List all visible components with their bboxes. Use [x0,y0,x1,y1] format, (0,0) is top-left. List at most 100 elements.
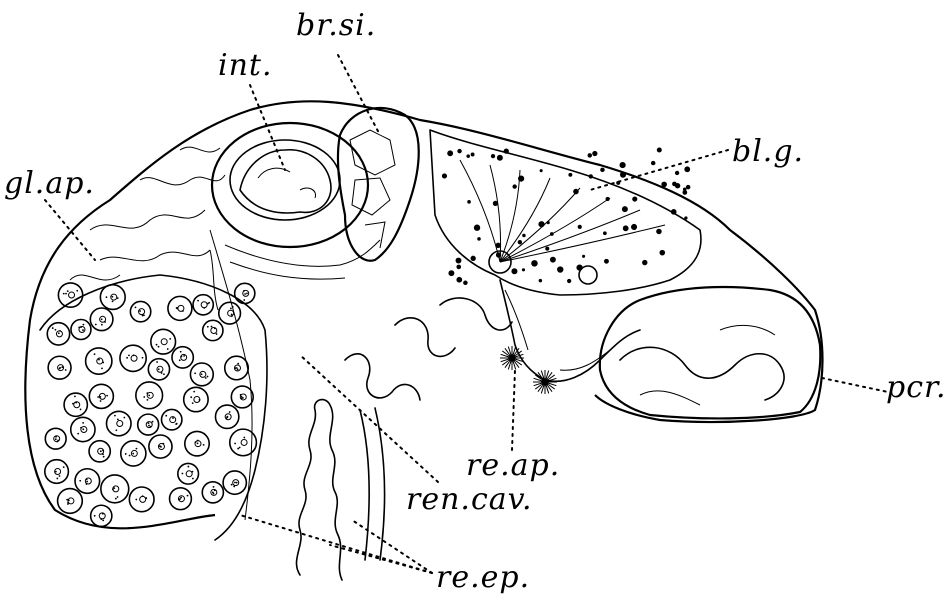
blood-gland-dot [661,182,667,188]
blood-gland-dot [522,234,525,237]
gland-cell-granule [156,361,158,363]
gland-cell-granule [135,499,137,501]
gland-cell-granule [82,324,84,326]
gland-cell-nucleus [211,489,217,495]
gland-cell-granule [233,486,235,488]
gland-cell-granule [156,344,158,346]
blood-gland-dot [518,176,524,182]
gland-cell-granule [55,329,57,331]
blood-gland-dot [493,201,498,206]
gland-cell-granule [165,415,167,417]
intestine-lumen-detail [258,168,316,198]
gland-cell-granule [234,367,236,369]
gland-cell [172,347,193,368]
gland-cell-granule [97,396,99,398]
label-re-ep: re.ep. [436,560,530,595]
gland-cell-granule [243,299,245,301]
blood-gland-dot [550,232,554,236]
gland-cell-granule [72,403,74,405]
gland-cell-granule [231,313,233,315]
blood-gland-dot [684,216,687,219]
gland-cell-granule [112,296,114,298]
gland-cell-granule [59,330,61,332]
gland-cell-granule [86,483,88,485]
gland-cell [203,320,223,340]
intestine-lumen [240,150,331,213]
gland-cell-granule [244,293,246,295]
gland-cell-granule [135,306,137,308]
aperture-center [508,354,516,362]
blood-gland-dot [456,277,462,283]
gland-cell-granule [246,293,248,295]
blood-gland-dot [684,166,690,172]
gland-cell-granule [237,363,239,365]
blood-gland-dot [474,225,480,231]
blood-gland-dot [477,237,481,241]
gland-cell-granule [214,489,216,491]
blood-gland-dot [632,196,637,201]
gland-cell-granule [199,399,201,401]
gland-cell-granule [106,395,108,397]
gland-cell-granule [75,402,77,404]
blood-gland-dot [620,162,626,168]
gland-cell-granule [65,293,67,295]
gland-cell-nucleus [140,496,146,502]
blood-gland-dot [623,225,629,231]
gland-cell-granule [117,419,119,421]
blood-gland-dot [463,281,468,286]
gland-cell-granule [197,440,199,442]
leader-re-ap [512,370,515,450]
gland-cell-granule [197,300,199,302]
gland-cell-granule [213,486,215,488]
blood-gland-dot [442,173,447,178]
gland-cell-granule [230,308,232,310]
gland-cell-nucleus [201,302,207,308]
gland-cell-granule [187,495,189,497]
gland-cell-granule [241,398,243,400]
gland-cell-granule [161,372,163,374]
gland-cell-granule [143,314,145,316]
blood-gland-dot [550,257,556,263]
gland-cell-granule [203,307,205,309]
gland-cell [193,295,213,315]
gland-cell-nucleus [69,292,75,298]
gland-cell-granule [101,318,103,320]
gland-cell-granule [55,471,57,473]
gland-cell-granule [145,497,147,499]
blood-gland-dot [456,265,461,270]
gland-cell-granule [68,499,70,501]
blood-gland-dot [657,147,662,152]
blood-gland-dot [588,153,592,157]
pericardium [600,287,820,418]
gland-cell-granule [207,326,209,328]
leader-pcr [822,378,888,392]
gland-cell-granule [82,422,84,424]
gland-cell-granule [181,356,183,358]
gland-cell-granule [114,415,116,417]
gland-cell-granule [76,290,78,292]
gland-cell-granule [239,447,241,449]
gland-cell-granule [182,473,184,475]
gland-cell [106,411,131,436]
blood-gland-dot [545,247,549,251]
gland-cell-granule [214,328,216,330]
blood-gland-vesicle-2 [579,266,597,284]
gland-cell-granule [100,450,102,452]
blood-gland-fiber [500,198,610,262]
gland-cell-granule [101,367,103,369]
gland-cell-granule [63,293,65,295]
gland-cell-granule [59,367,61,369]
gland-cell-granule [102,520,104,522]
blood-gland-dot [448,270,454,276]
gland-cell-granule [234,482,236,484]
gland-cell-granule [55,438,57,440]
gland-cell-granule [86,478,88,480]
gland-cell-granule [80,326,82,328]
blood-gland-dot [631,224,637,230]
gland-cell-granule [77,433,79,435]
blood-gland-dot [457,149,461,153]
gland-cell-granule [142,495,144,497]
leader-int [250,85,285,170]
gland-cell-granule [180,497,182,499]
gland-cell-granule [104,321,106,323]
